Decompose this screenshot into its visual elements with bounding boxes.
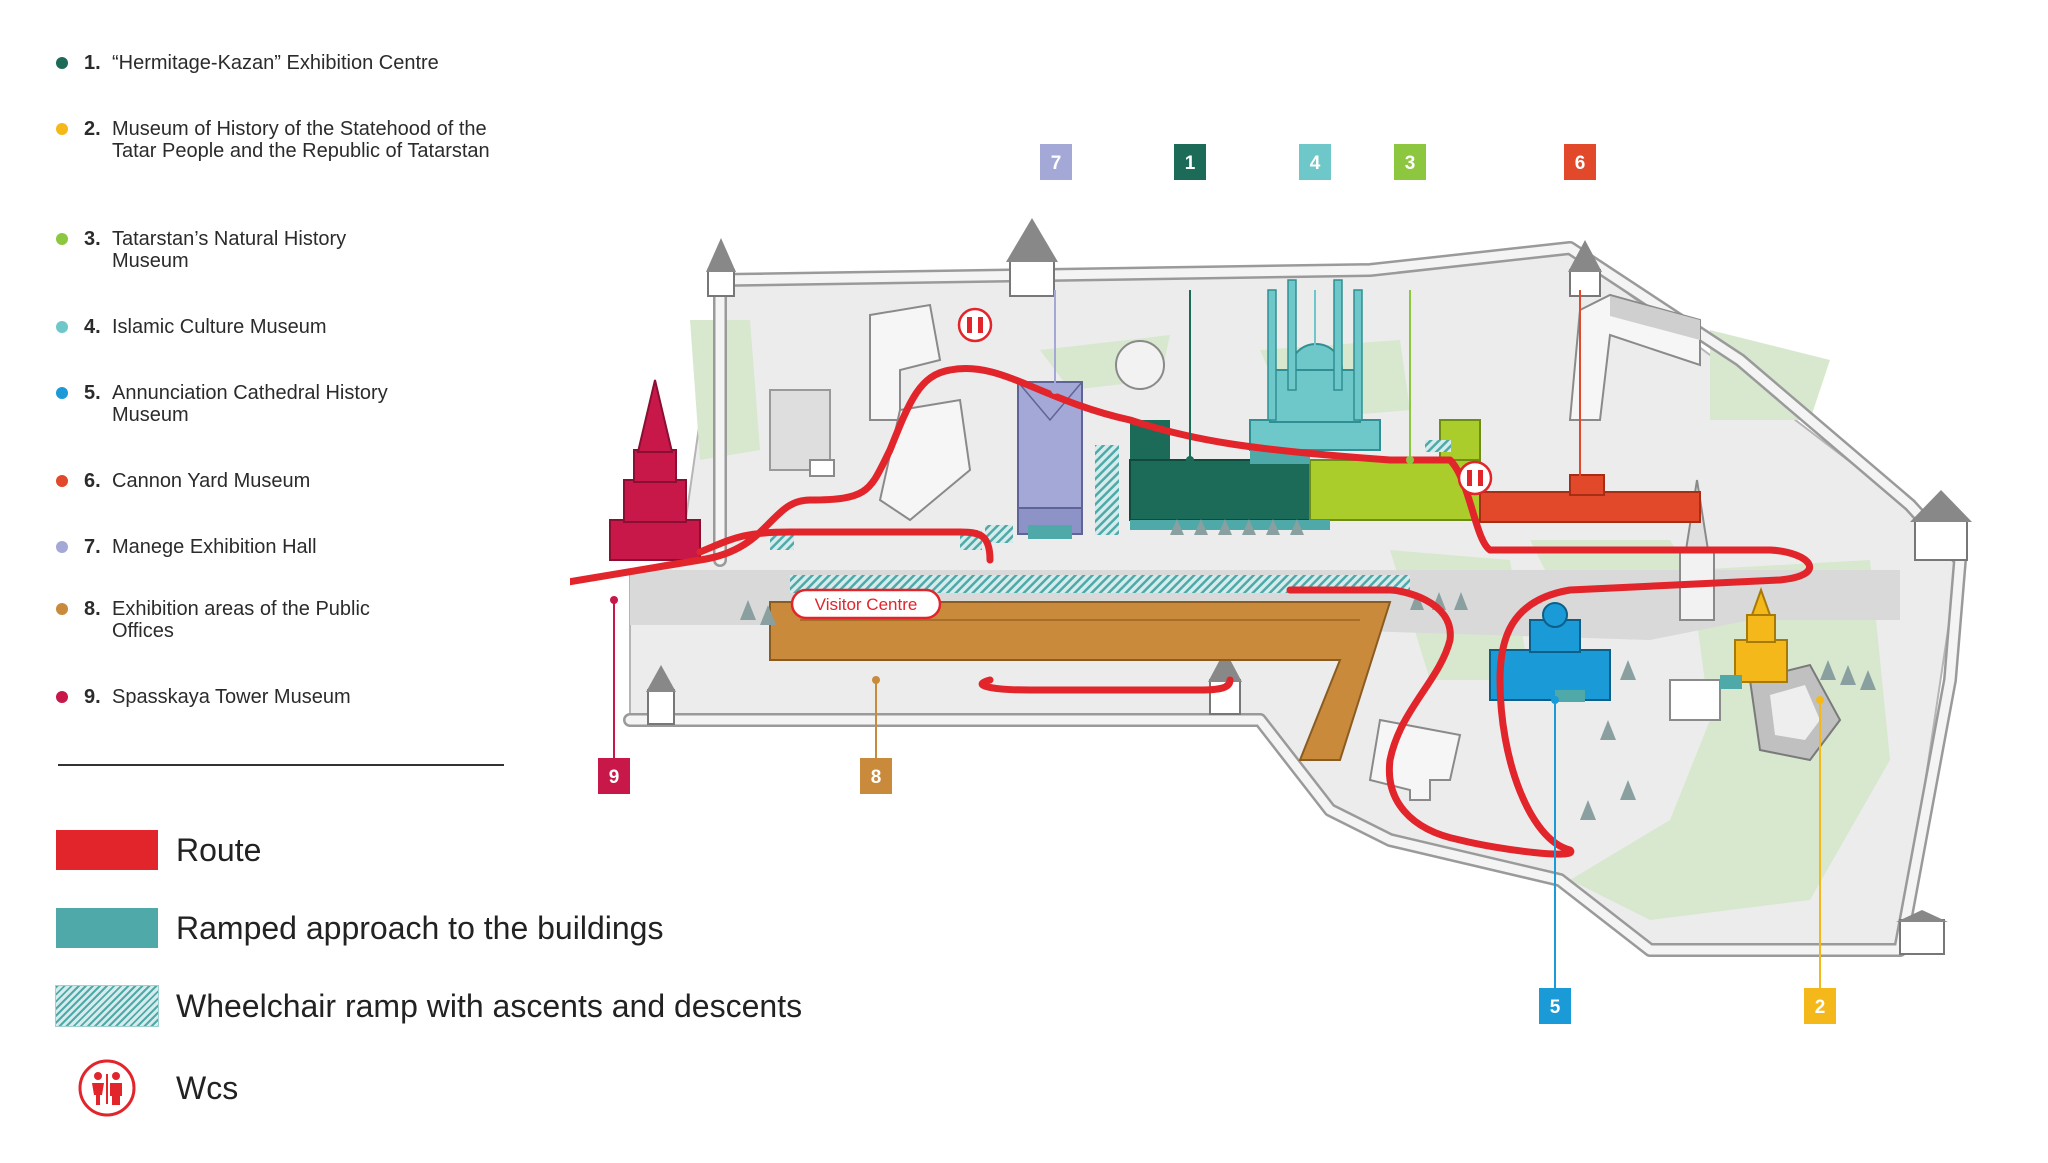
public-offices-building xyxy=(769,601,1392,761)
marker-dots xyxy=(610,356,1824,704)
legend-item-9: 9. Spasskaya Tower Museum xyxy=(56,686,512,708)
route-line xyxy=(570,365,1813,858)
legend-dot-icon xyxy=(56,541,68,553)
key-wcs: Wcs xyxy=(56,1058,238,1118)
legend-label: “Hermitage-Kazan” Exhibition Centre xyxy=(112,52,439,74)
legend-number: 5. xyxy=(84,382,101,404)
legend-dot-icon xyxy=(56,691,68,703)
legend-dot-icon xyxy=(56,233,68,245)
marker-4[interactable]: 4 xyxy=(1299,144,1331,180)
marker-2[interactable]: 2 xyxy=(1804,988,1836,1024)
legend-dot-icon xyxy=(56,321,68,333)
visitor-centre-text: Visitor Centre xyxy=(815,595,918,614)
legend-number: 4. xyxy=(84,316,101,338)
grey-building xyxy=(1669,679,1721,721)
observatory-dome xyxy=(1115,340,1165,390)
ramp-swatch xyxy=(56,908,158,948)
legend-item-4: 4. Islamic Culture Museum xyxy=(56,316,512,338)
legend-dot-icon xyxy=(56,475,68,487)
marker-1[interactable]: 1 xyxy=(1174,144,1206,180)
marker-5[interactable]: 5 xyxy=(1539,988,1571,1024)
key-ramp-label: Ramped approach to the buildings xyxy=(176,909,664,946)
marker-8[interactable]: 8 xyxy=(860,758,892,794)
legend-label: Tatarstan’s Natural History Museum xyxy=(112,228,347,272)
marker-5-label: 5 xyxy=(1550,997,1561,1018)
legend-dot-icon xyxy=(56,387,68,399)
wall-tower xyxy=(1568,240,1602,297)
legend-label: Museum of History of the Statehood of th… xyxy=(112,118,490,162)
key-ramp: Ramped approach to the buildings xyxy=(56,908,663,948)
wall-tower xyxy=(706,238,736,297)
grass-area xyxy=(1570,560,1890,920)
marker-7[interactable]: 7 xyxy=(1040,144,1072,180)
marker-8-label: 8 xyxy=(871,767,882,788)
legend-number: 9. xyxy=(84,686,101,708)
legend-label: Islamic Culture Museum xyxy=(112,316,327,338)
marker-2-label: 2 xyxy=(1815,997,1826,1018)
marker-6-label: 6 xyxy=(1575,153,1586,174)
cannon-yard-building xyxy=(1479,474,1701,523)
wall-tower xyxy=(1896,910,1948,955)
legend-item-7: 7. Manege Exhibition Hall xyxy=(56,536,512,558)
marker-7-label: 7 xyxy=(1051,153,1062,174)
annunciation-cathedral xyxy=(1489,602,1611,701)
legend-item-8: 8. Exhibition areas of the Public Office… xyxy=(56,598,432,642)
legend-label: Annunciation Cathedral History Museum xyxy=(112,382,388,426)
legend-item-3: 3. Tatarstan’s Natural History Museum xyxy=(56,228,412,272)
tree-row xyxy=(740,519,1876,820)
legend-item-6: 6. Cannon Yard Museum xyxy=(56,470,512,492)
marker-3-label: 3 xyxy=(1405,153,1416,174)
route-swatch xyxy=(56,830,158,870)
marker-9-label: 9 xyxy=(609,767,620,788)
legend-divider xyxy=(58,764,504,766)
legend-item-2: 2. Museum of History of the Statehood of… xyxy=(56,118,504,162)
grey-building xyxy=(769,303,972,522)
wheelchair-ramp xyxy=(770,440,1451,593)
grass-area xyxy=(1710,330,1830,420)
legend-item-5: 5. Annunciation Cathedral History Museum xyxy=(56,382,452,426)
kul-sharif-mosque xyxy=(1249,279,1381,451)
legend-number: 6. xyxy=(84,470,101,492)
wc-icon xyxy=(957,307,993,343)
legend-dot-icon xyxy=(56,123,68,135)
spasskaya-tower xyxy=(609,379,701,561)
key-wheelchair-ramp: Wheelchair ramp with ascents and descent… xyxy=(55,985,803,1027)
grey-building xyxy=(1568,293,1701,421)
legend-dot-icon xyxy=(56,57,68,69)
key-route: Route xyxy=(56,830,261,870)
marker-9[interactable]: 9 xyxy=(598,758,630,794)
wc-icon xyxy=(56,1058,158,1118)
marker-1-label: 1 xyxy=(1185,153,1196,174)
wall-tower xyxy=(1006,218,1058,297)
visitor-centre-label: Visitor Centre xyxy=(790,588,942,620)
legend-label: Exhibition areas of the Public Offices xyxy=(112,598,370,642)
kremlin-map: Visitor Centre 7 1 xyxy=(570,144,1972,1024)
legend-label: Spasskaya Tower Museum xyxy=(112,686,351,708)
wheelchair-ramp-swatch xyxy=(55,985,159,1027)
statehood-museum xyxy=(1734,587,1788,683)
legend-number: 3. xyxy=(84,228,101,250)
wall-tower xyxy=(646,665,676,725)
marker-6[interactable]: 6 xyxy=(1564,144,1596,180)
legend-number: 1. xyxy=(84,52,101,74)
wc-icon xyxy=(1457,460,1493,496)
key-route-label: Route xyxy=(176,831,262,868)
legend-number: 7. xyxy=(84,536,101,558)
grey-building xyxy=(1748,663,1842,762)
legend-dot-icon xyxy=(56,603,68,615)
legend-number: 2. xyxy=(84,118,101,140)
wall-tower xyxy=(1910,490,1972,561)
marker-leaders xyxy=(613,290,1821,1000)
legend-label: Manege Exhibition Hall xyxy=(112,536,317,558)
kremlin-wall-top xyxy=(625,243,1965,955)
marker-3[interactable]: 3 xyxy=(1394,144,1426,180)
key-wheelchair-label: Wheelchair ramp with ascents and descent… xyxy=(176,987,803,1024)
marker-4-label: 4 xyxy=(1310,153,1321,174)
key-wcs-label: Wcs xyxy=(176,1069,239,1106)
legend-item-1: 1. “Hermitage-Kazan” Exhibition Centre xyxy=(56,52,532,74)
legend-number: 8. xyxy=(84,598,101,620)
legend-label: Cannon Yard Museum xyxy=(112,470,311,492)
